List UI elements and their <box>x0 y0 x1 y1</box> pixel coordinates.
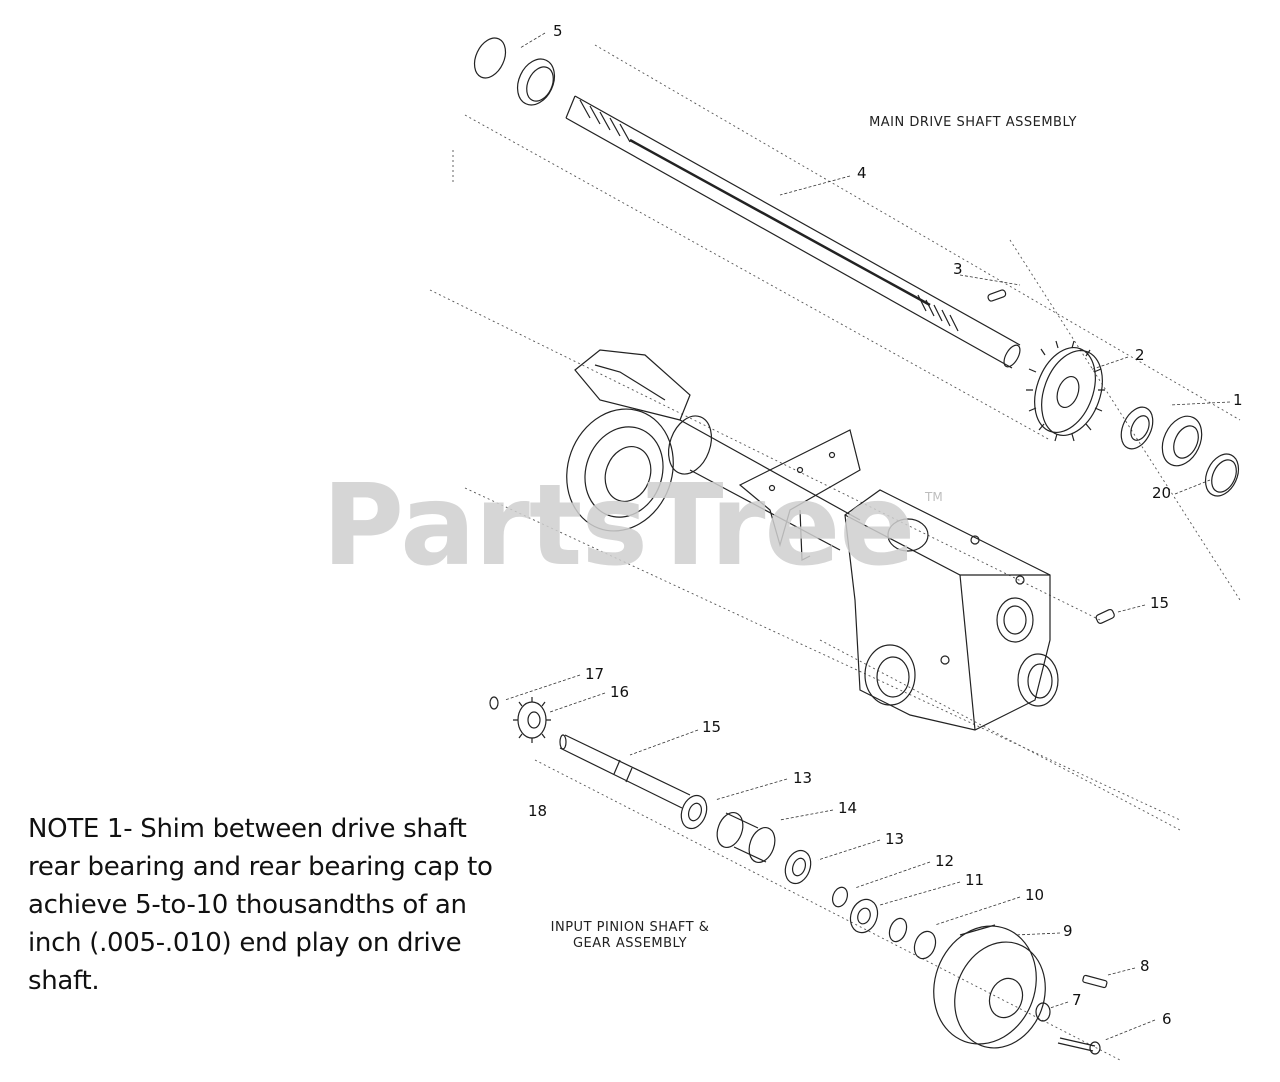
callout-12: 12 <box>935 852 955 870</box>
part-16-pinion-shaft <box>559 734 691 809</box>
callout-5: 5 <box>553 22 563 40</box>
callout-15: 15 <box>1150 594 1170 612</box>
callout-20: 20 <box>1152 484 1172 502</box>
part-9-pulley <box>933 924 1046 1049</box>
callout-17: 16 <box>610 683 630 701</box>
callout-18: 17 <box>585 665 605 683</box>
part-15-plug <box>1095 608 1115 624</box>
callout-8: 8 <box>1140 957 1150 975</box>
explosion-guide-lines <box>429 44 1241 1061</box>
part-14-spacer <box>716 811 776 864</box>
callout-1: 1 <box>1233 391 1243 409</box>
transmission-housing <box>566 349 1059 731</box>
watermark-trademark: TM <box>925 490 943 504</box>
callout-2: 2 <box>1135 346 1145 364</box>
shim-note: NOTE 1- Shim between drive shaft rear be… <box>28 814 493 996</box>
part-2-gear <box>1026 340 1105 442</box>
callout-10: 10 <box>1025 886 1045 904</box>
callout-11: 11 <box>965 871 985 889</box>
callout-4: 4 <box>857 164 867 182</box>
part-12-snap-ring <box>831 886 849 908</box>
callout-16: 15 <box>702 718 722 736</box>
input-pinion-title-line1: INPUT PINION SHAFT & <box>550 920 710 935</box>
main-drive-shaft-assembly-title: MAIN DRIVE SHAFT ASSEMBLY <box>869 115 1077 130</box>
part-10-washer <box>888 917 937 960</box>
callout-19: 18 <box>528 802 548 820</box>
part-4-main-drive-shaft <box>565 95 1021 369</box>
part-13-washer <box>680 794 812 885</box>
callout-14: 14 <box>838 799 858 817</box>
input-pinion-title: INPUT PINION SHAFT & GEAR ASSEMBLY <box>520 920 740 953</box>
callout-3: 3 <box>953 260 963 278</box>
callout-13-lower: 13 <box>885 830 905 848</box>
part-8-key-7-washer-6-bolt <box>1035 974 1108 1055</box>
callout-13-upper: 13 <box>793 769 813 787</box>
callout-6: 6 <box>1162 1010 1172 1028</box>
part-11-bearing <box>849 898 879 934</box>
part-20-snap-ring <box>1204 453 1240 497</box>
callout-7: 7 <box>1072 991 1082 1009</box>
input-pinion-title-line2: GEAR ASSEMBLY <box>572 936 688 952</box>
callout-9: 9 <box>1063 922 1073 940</box>
part-18-ring-17-gear <box>489 696 551 743</box>
part-3-key <box>987 289 1007 302</box>
leader-lines <box>504 32 1231 1041</box>
watermark: PartsTree <box>322 461 915 591</box>
part-5-bearing-and-ring <box>473 37 556 106</box>
part-1-bearing <box>1120 406 1203 467</box>
